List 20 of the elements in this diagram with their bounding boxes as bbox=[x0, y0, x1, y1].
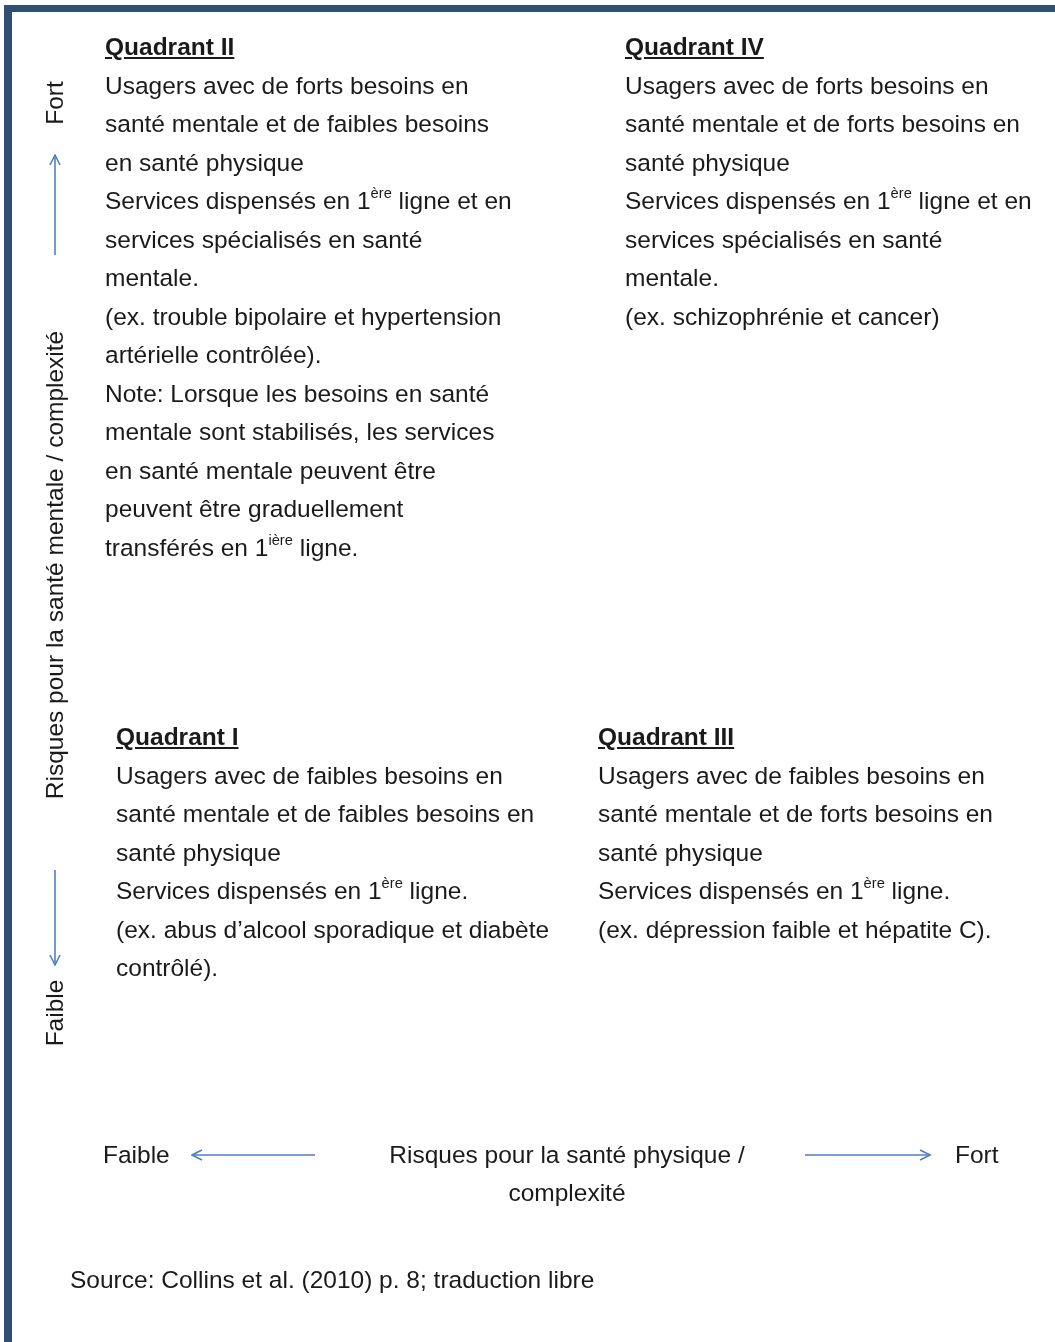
axis-label: Faible bbox=[40, 979, 69, 1047]
axis-label: Risques pour la santé mentale / complexité bbox=[40, 330, 69, 800]
quadrant-text: (ex. dépression faible et hépatite C). bbox=[598, 914, 993, 945]
quadrant-heading: Quadrant IV bbox=[625, 32, 765, 62]
quadrant-heading: Quadrant III bbox=[598, 722, 736, 752]
quadrant-text: Services dispensés en 1$^{ère}$ ligne et en services spécialisés en santé mentale. bbox=[105, 184, 513, 293]
quadrant-text: (ex. trouble bipolaire et hypertension artérielle contrôlée). bbox=[105, 301, 503, 370]
quadrant-text: Note: Lorsque les besoins en santé mentale sont stabilisés, les services en santé mentale peuvent être peuvent être graduellement transférés en 1$^{ière}$ ligne. bbox=[105, 378, 496, 563]
quadrant-text: (ex. abus d’alcool sporadique et diabète contrôlé). bbox=[116, 914, 551, 983]
axis-label: Fort bbox=[40, 81, 69, 125]
quadrant-text: Services dispensés en 1$^{ère}$ ligne. bbox=[116, 874, 470, 906]
quadrant-heading: Quadrant II bbox=[105, 32, 236, 62]
quadrant-text: (ex. schizophrénie et cancer) bbox=[625, 301, 941, 332]
quadrant-text: Services dispensés en 1$^{ère}$ ligne et en services spécialisés en santé mentale. bbox=[625, 184, 1033, 293]
axis-label: Faible bbox=[103, 1140, 170, 1170]
axis-label: Fort bbox=[955, 1140, 999, 1170]
quadrant-heading: Quadrant I bbox=[116, 722, 240, 752]
axis-label: Risques pour la santé physique / complexité bbox=[388, 1140, 746, 1208]
source-note: Source: Collins et al. (2010) p. 8; traduction libre bbox=[70, 1265, 595, 1295]
quadrant-text: Services dispensés en 1$^{ère}$ ligne. bbox=[598, 874, 952, 906]
